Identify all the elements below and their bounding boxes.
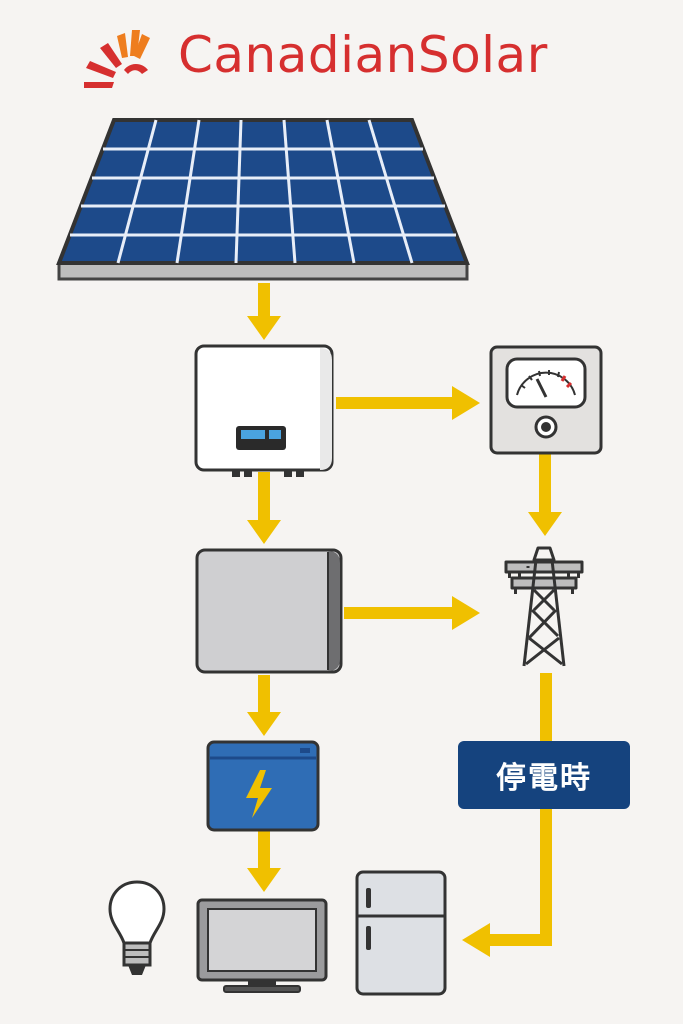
- refrigerator-icon: [355, 870, 447, 996]
- solar-panel-icon: [56, 118, 470, 281]
- inverter-icon: [194, 344, 334, 477]
- arrow-label-to-fridge: [490, 809, 552, 946]
- battery-icon: [206, 740, 320, 832]
- light-bulb-icon: [108, 880, 166, 975]
- brand-name: CanadianSolar: [178, 26, 548, 84]
- outage-label: 停電時: [458, 741, 630, 809]
- tv-icon: [196, 898, 328, 993]
- cabinet-icon: [195, 548, 343, 674]
- meter-icon: [489, 345, 603, 455]
- sun-rays-logo-icon: [84, 30, 150, 88]
- transmission-tower-icon: [504, 546, 584, 667]
